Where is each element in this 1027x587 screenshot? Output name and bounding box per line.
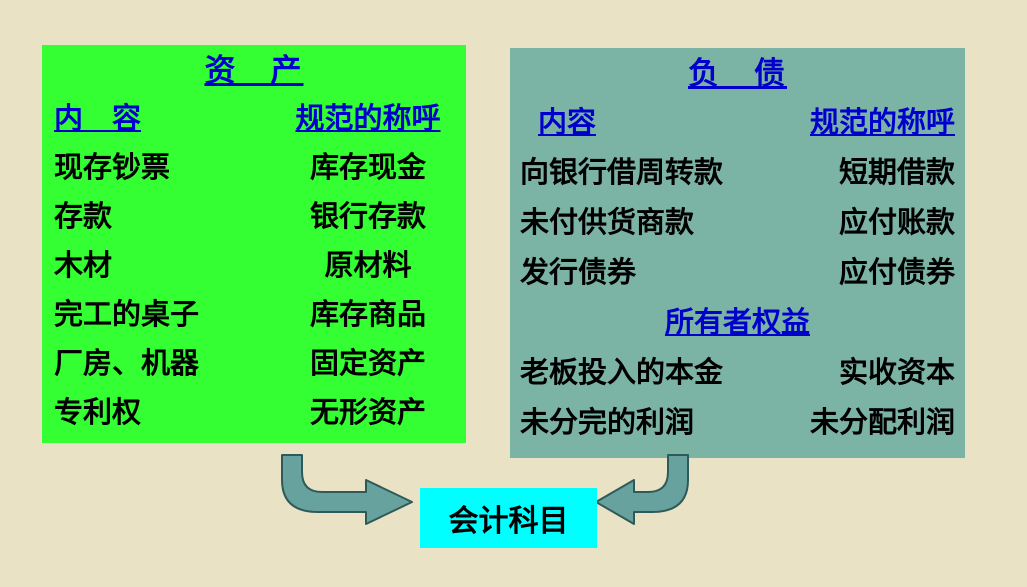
liability-row: 发行债券 应付债券 (520, 248, 955, 298)
equity-item: 老板投入的本金 (520, 357, 724, 389)
asset-item: 现存钞票 (54, 152, 171, 184)
assets-panel: 资 产 内 容 规范的称呼 现存钞票 库存现金 存款 银行存款 木材 原材料 完… (42, 45, 466, 443)
liabilities-header-row: 内容 规范的称呼 (520, 98, 955, 148)
accounting-subjects-box: 会计科目 (420, 488, 597, 548)
equity-row: 老板投入的本金 实收资本 (520, 348, 955, 398)
asset-term: 库存商品 (309, 299, 426, 331)
liabilities-col1-header: 内容 (538, 107, 597, 139)
liabilities-title: 负 债 (688, 56, 787, 91)
asset-term: 固定资产 (309, 348, 426, 380)
assets-header-row: 内 容 规范的称呼 (54, 95, 454, 144)
assets-col1-header: 内 容 (54, 103, 142, 135)
asset-item: 厂房、机器 (54, 348, 200, 380)
asset-item: 专利权 (54, 397, 142, 429)
asset-term: 库存现金 (309, 152, 426, 184)
asset-row: 木材 原材料 (54, 242, 454, 291)
asset-item: 完工的桌子 (54, 299, 200, 331)
right-curved-arrow-icon (595, 454, 689, 525)
assets-title: 资 产 (204, 53, 304, 88)
liabilities-col2-header: 规范的称呼 (809, 107, 955, 139)
liability-item: 向银行借周转款 (520, 157, 724, 189)
liability-item: 发行债券 (520, 257, 637, 289)
accounting-subjects-label: 会计科目 (448, 505, 569, 538)
asset-row: 厂房、机器 固定资产 (54, 340, 454, 389)
equity-term: 实收资本 (838, 357, 955, 389)
liability-term: 应付债券 (838, 257, 955, 289)
equity-item: 未分完的利润 (520, 407, 695, 439)
asset-term: 银行存款 (309, 201, 426, 233)
equity-header: 所有者权益 (664, 307, 810, 339)
asset-row: 现存钞票 库存现金 (54, 144, 454, 193)
liabilities-panel: 负 债 内容 规范的称呼 向银行借周转款 短期借款 未付供货商款 应付账款 发行… (510, 48, 965, 458)
asset-row: 存款 银行存款 (54, 193, 454, 242)
asset-item: 木材 (54, 250, 113, 282)
asset-term: 原材料 (324, 250, 412, 282)
liability-item: 未付供货商款 (520, 207, 695, 239)
assets-col2-header: 规范的称呼 (295, 103, 441, 135)
equity-term: 未分配利润 (809, 407, 955, 439)
asset-row: 完工的桌子 库存商品 (54, 291, 454, 340)
asset-item: 存款 (54, 201, 113, 233)
asset-term: 无形资产 (309, 397, 426, 429)
liability-row: 向银行借周转款 短期借款 (520, 148, 955, 198)
left-curved-arrow-icon (281, 454, 413, 525)
equity-row: 未分完的利润 未分配利润 (520, 398, 955, 448)
asset-row: 专利权 无形资产 (54, 389, 454, 438)
liability-term: 应付账款 (838, 207, 955, 239)
liability-term: 短期借款 (838, 157, 955, 189)
liability-row: 未付供货商款 应付账款 (520, 198, 955, 248)
